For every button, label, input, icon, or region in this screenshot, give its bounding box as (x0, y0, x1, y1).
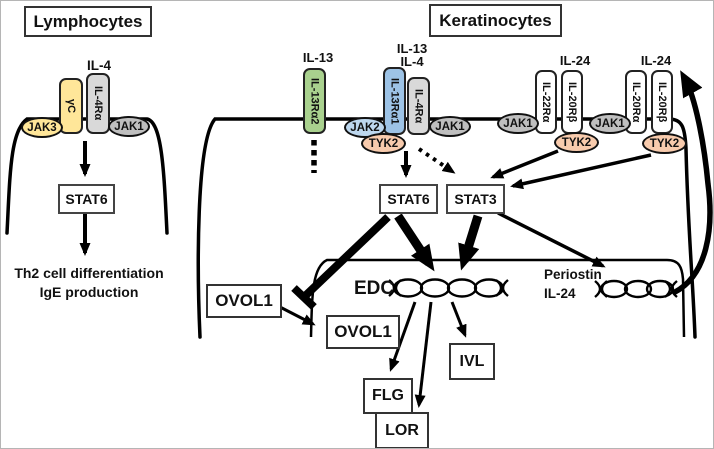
arrow-stat3-periostin (497, 211, 606, 268)
arrow-edc-lor (414, 301, 433, 408)
periostin-gene-coil (594, 279, 678, 299)
receptor-il4ra-lymphocyte: IL-4Rα (86, 73, 110, 134)
receptor-il20rb-a: IL-20Rβ (561, 70, 583, 134)
jak1-kinase-il13r: JAK1 (429, 116, 471, 137)
lymphocyte-outcome: Th2 cell differentiation IgE production (9, 264, 169, 302)
periostin-line2: IL-24 (544, 286, 576, 301)
arrow-il13r-stat3-dotted (417, 147, 456, 174)
edc-label: EDC (354, 278, 395, 299)
ovol1-cytoplasm-box: OVOL1 (206, 284, 282, 318)
tbar-stat6-ovol1-shaft (301, 214, 391, 300)
ivl-box: IVL (449, 343, 495, 380)
edc-gene-coil (388, 278, 509, 298)
receptor-il22ra: IL-22Rα (535, 70, 557, 134)
tyk2-kinase-il13r: TYK2 (361, 133, 406, 154)
receptor-il13ra2: IL-13Rα2 (303, 68, 326, 134)
outcome-line2: IgE production (39, 284, 139, 300)
keratinocyte-membrane (196, 117, 697, 339)
arrow-il24rb-stat3 (510, 153, 652, 190)
ligand-mix-line1: IL-13 (396, 41, 428, 56)
tyk2-kinase-il24r-a: TYK2 (554, 132, 599, 153)
tyk2-kinase-il24r-b: TYK2 (642, 133, 687, 154)
arrow-il24ra-stat3 (490, 149, 559, 179)
jak3-kinase: JAK3 (21, 117, 63, 138)
il24-ligand-label-b: IL-24 (640, 53, 672, 68)
jak1-kinase-lymphocyte: JAK1 (108, 116, 150, 137)
lymphocytes-title: Lymphocytes (24, 6, 152, 37)
jak1-kinase-il24r-b: JAK1 (589, 113, 631, 134)
arrow-ovol1-translocation (277, 304, 316, 326)
receptor-il20ra: IL-20Rα (625, 70, 647, 134)
il13-ligand-label: IL-13 (302, 50, 334, 65)
ligand-mix-line2: IL-4 (400, 54, 424, 69)
receptor-gamma-c: γC (59, 78, 83, 134)
arrow-stat3-edc (458, 214, 483, 271)
periostin-il24-label: Periostin IL-24 (544, 265, 616, 303)
receptor-il13ra1: IL-13Rα1 (383, 67, 406, 135)
arrow-edc-flg (389, 301, 417, 372)
lor-box: LOR (375, 412, 429, 448)
arrow-stat6-edc (394, 213, 435, 272)
stat6-box-keratinocyte: STAT6 (379, 184, 438, 214)
receptor-il20rb-b: IL-20Rβ (651, 70, 673, 134)
keratinocytes-title: Keratinocytes (429, 4, 562, 37)
stat3-box: STAT3 (446, 184, 505, 214)
arrow-edc-ivl (450, 301, 467, 338)
il13-il4-ligand-label: IL-13 IL-4 (388, 42, 436, 68)
il24-ligand-label-a: IL-24 (559, 53, 591, 68)
tbar-stat6-ovol1-cap (291, 285, 317, 310)
ovol1-nucleus-box: OVOL1 (326, 315, 400, 349)
stat6-box-lymphocyte: STAT6 (58, 184, 115, 214)
jak1-kinase-il24r-a: JAK1 (497, 113, 539, 134)
periostin-line1: Periostin (544, 267, 602, 282)
arrow-il24-feedback-loop (672, 70, 713, 295)
outcome-line1: Th2 cell differentiation (14, 265, 164, 281)
receptor-il4ra-keratinocyte: IL-4Rα (407, 77, 430, 135)
il4-ligand-label: IL-4 (86, 58, 111, 73)
flg-box: FLG (363, 378, 413, 414)
